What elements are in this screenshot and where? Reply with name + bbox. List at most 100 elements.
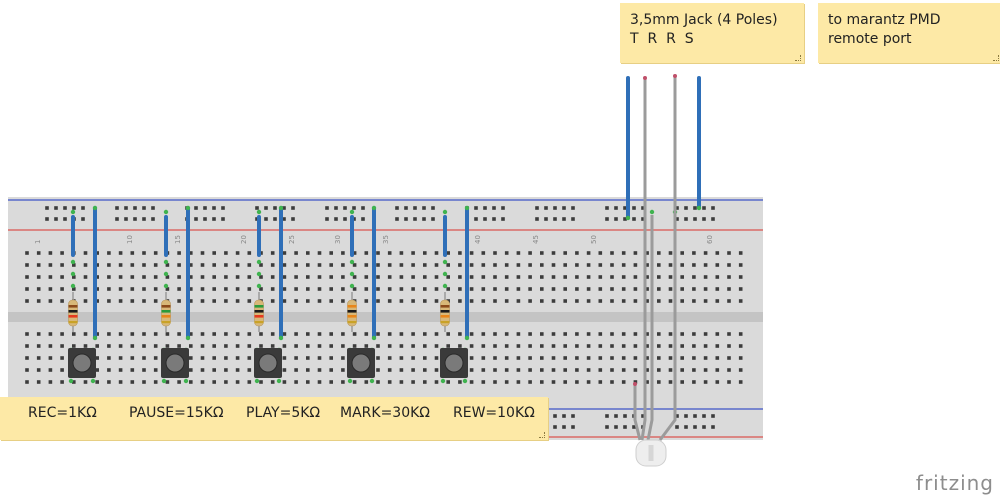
hole [200, 368, 205, 372]
rail-hole [115, 217, 119, 221]
hole [458, 263, 462, 267]
hole [692, 356, 696, 360]
hole [680, 356, 684, 360]
hole [341, 380, 345, 384]
hole [189, 299, 193, 303]
hole [621, 344, 626, 348]
rail-hole [291, 206, 295, 210]
hole [107, 299, 111, 303]
hole [446, 251, 450, 255]
hole [645, 299, 649, 303]
hole [107, 263, 111, 267]
hole [586, 332, 591, 336]
hole [118, 275, 123, 279]
active-hole [442, 209, 448, 215]
rail-hole [684, 414, 688, 418]
pause-label: PAUSE=15KΩ [129, 405, 224, 421]
hole [25, 356, 29, 360]
hole [294, 332, 298, 336]
hole [48, 368, 53, 372]
hole [142, 368, 146, 372]
active-hole [369, 378, 375, 384]
hole [434, 344, 439, 348]
hole [329, 368, 333, 372]
rail-hole [675, 425, 679, 429]
rail-hole [614, 425, 618, 429]
hole [703, 251, 708, 255]
hole [598, 299, 603, 303]
hole [130, 380, 135, 384]
hole [118, 299, 123, 303]
hole [657, 251, 661, 255]
hole [469, 275, 474, 279]
rail-hole [684, 206, 688, 210]
hole [317, 356, 322, 360]
hole [598, 368, 603, 372]
hole [25, 287, 29, 291]
hole [317, 299, 322, 303]
hole [481, 263, 486, 267]
hole [692, 251, 696, 255]
hole [306, 299, 310, 303]
hole [645, 263, 649, 267]
hole [294, 380, 298, 384]
hole [25, 332, 29, 336]
hole [95, 275, 99, 279]
hole [341, 275, 345, 279]
hole [212, 344, 216, 348]
hole [142, 356, 146, 360]
hole [575, 263, 579, 267]
hole [516, 299, 521, 303]
hole [387, 287, 392, 291]
hole [235, 275, 240, 279]
rail-hole [553, 414, 557, 418]
hole [306, 275, 310, 279]
hole [504, 287, 509, 291]
note-resize-handle[interactable] [993, 55, 999, 61]
hole [341, 263, 345, 267]
hole [387, 299, 392, 303]
rail-hole [675, 206, 679, 210]
rail-hole [641, 414, 645, 418]
hole [83, 287, 88, 291]
hole [540, 287, 544, 291]
rail-hole [474, 206, 478, 210]
hole [25, 368, 29, 372]
hole [738, 263, 743, 267]
hole [224, 275, 228, 279]
note-resize-handle[interactable] [539, 432, 545, 438]
hole [727, 299, 731, 303]
hole [270, 275, 275, 279]
hole [668, 380, 673, 384]
hole [586, 287, 591, 291]
jack-leg [646, 215, 654, 441]
rail-hole [711, 206, 715, 210]
hole [621, 287, 626, 291]
resistor-band [254, 315, 264, 318]
hole [376, 263, 380, 267]
hole [563, 287, 567, 291]
hole [692, 368, 696, 372]
rail-hole [641, 217, 645, 221]
hole [153, 356, 158, 360]
hole [235, 356, 240, 360]
resistor-band [440, 321, 450, 324]
hole [95, 368, 99, 372]
hole [575, 356, 579, 360]
hole [727, 251, 731, 255]
hole [703, 287, 708, 291]
hole [352, 251, 357, 255]
note-resize-handle[interactable] [795, 55, 801, 61]
hole [481, 332, 486, 336]
hole [423, 356, 427, 360]
rail-hole [115, 206, 119, 210]
hole [189, 344, 193, 348]
hole [72, 263, 76, 267]
hole [177, 287, 181, 291]
pushbutton-cap [258, 353, 278, 373]
hole [329, 380, 333, 384]
hole [703, 356, 708, 360]
active-hole [92, 205, 98, 211]
hole [224, 344, 228, 348]
resistor-band [161, 321, 171, 324]
